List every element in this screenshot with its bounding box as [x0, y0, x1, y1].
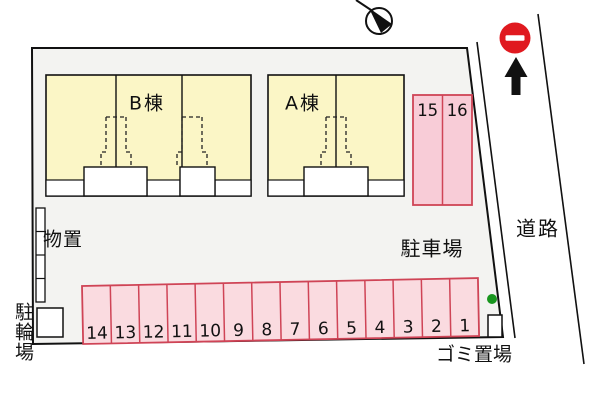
road-label: 道路: [516, 216, 560, 241]
entrance-path-dashed: [100, 116, 132, 167]
parking-space-number: 12: [143, 322, 165, 342]
building-b-label: B棟: [128, 92, 166, 115]
road-right-edge-line: [537, 13, 585, 365]
building-b-strip: [214, 179, 252, 197]
parking-space-number: 9: [233, 321, 244, 341]
building-b: [45, 74, 252, 197]
parking-space-number: 13: [114, 323, 136, 343]
building-a-strip: [367, 179, 405, 197]
parking-space-number: 10: [199, 321, 221, 341]
parking-space-number: 5: [346, 318, 357, 338]
parking-space-number: 1: [459, 316, 470, 336]
parking-space-number: 11: [171, 322, 193, 342]
garbage-area-label: ゴミ置場: [435, 343, 513, 366]
road-left-edge-line: [476, 41, 516, 339]
direction-arrow-icon: [504, 57, 528, 95]
parking-row-bottom: 14 13 12 11 10 9 8 7 6 5 4 3 2 1: [81, 277, 481, 345]
storage-shed: [35, 207, 46, 303]
parking-block-side: 15 16: [412, 94, 473, 206]
building-a-strip: [267, 179, 305, 197]
entrance-porch: [303, 166, 369, 197]
building-b-strip: [146, 179, 181, 197]
entrance-porch: [83, 166, 148, 197]
parking-space-number: 7: [290, 320, 301, 340]
bicycle-parking-label: 駐輪場: [12, 302, 34, 362]
entrance-path-dashed: [320, 116, 352, 167]
entrance-path-dashed: [176, 116, 208, 167]
parking-space-dividers: [109, 278, 452, 344]
parking-space-number: 6: [318, 319, 329, 339]
parking-space-number: 4: [374, 318, 385, 338]
compass-north-icon: [355, 0, 393, 35]
entrance-porch: [179, 166, 216, 197]
parking-space-number: 15: [417, 101, 438, 120]
parking-space-number: 2: [431, 317, 442, 337]
bicycle-shed: [36, 307, 64, 338]
building-b-strip: [45, 179, 85, 197]
garbage-box: [487, 314, 503, 338]
parking-space-number: 16: [447, 101, 468, 120]
no-entry-sign-icon: [499, 22, 531, 54]
parking-space-number: 3: [403, 317, 414, 337]
storage-label: 物置: [42, 228, 84, 251]
parking-lot-label: 駐車場: [400, 236, 464, 261]
building-a: [267, 74, 405, 197]
building-a-label: A棟: [285, 92, 321, 115]
building-b-outline: [45, 74, 252, 197]
parking-space-number: 8: [261, 320, 272, 340]
green-marker-dot: [487, 294, 497, 304]
parking-space-number: 14: [86, 323, 108, 343]
